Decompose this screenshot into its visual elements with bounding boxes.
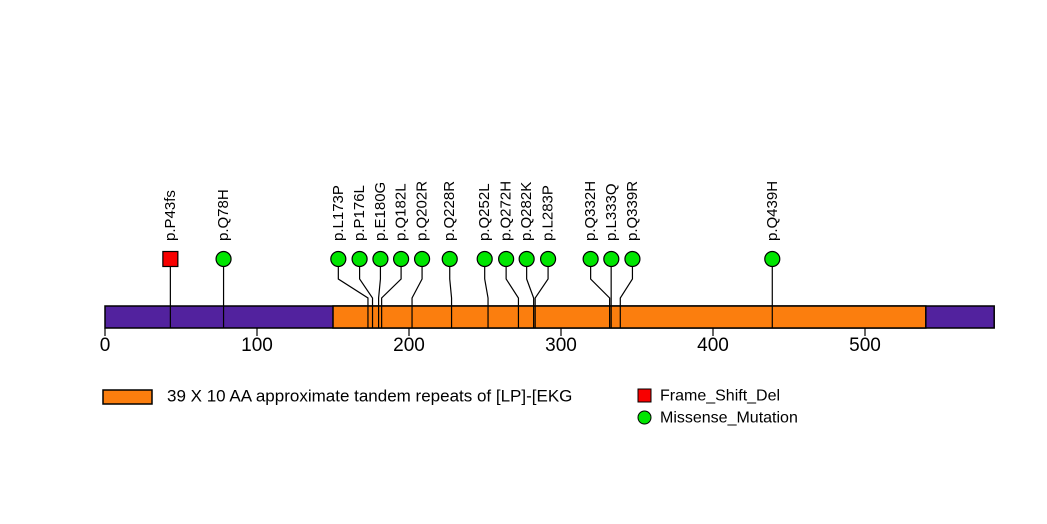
mutation-label: p.Q332H — [582, 181, 599, 241]
mutation-marker-circle — [441, 250, 458, 268]
axis-tick-label: 300 — [545, 335, 577, 356]
mutation-marker-circle — [476, 250, 493, 268]
mutation-marker-square — [162, 250, 179, 268]
axis-tick-label: 500 — [849, 335, 881, 356]
mutation-label: p.Q439H — [764, 181, 781, 241]
mutation-marker-circle — [498, 250, 515, 268]
mutation-marker-circle — [582, 250, 599, 268]
domain-legend-label: 39 X 10 AA approximate tandem repeats of… — [167, 387, 572, 406]
mutation-stem — [505, 266, 520, 328]
mutation-stem — [526, 266, 535, 328]
mutation-label: p.P176L — [351, 185, 368, 241]
mutation-stem — [411, 266, 423, 328]
legend-domain: 39 X 10 AA approximate tandem repeats of… — [102, 387, 572, 406]
missense-legend-circle-icon — [637, 410, 652, 425]
mutation-label: p.Q202R — [414, 181, 431, 241]
mutation-label: p.Q252L — [476, 183, 493, 241]
axis-tick-label: 200 — [393, 335, 425, 356]
frameshift-legend-label: Frame_Shift_Del — [660, 388, 780, 405]
domain-legend-swatch — [102, 389, 153, 405]
mutation-label: p.Q228R — [441, 181, 458, 241]
mutation-marker-circle — [764, 250, 781, 268]
mutation-marker-circle — [539, 250, 557, 268]
mutation-stem — [359, 266, 374, 328]
mutation-stem — [534, 266, 549, 328]
mutation-marker-circle — [624, 250, 641, 268]
mutation-marker-circle — [351, 250, 368, 268]
mutation-marker-circle — [518, 250, 535, 268]
mutation-label: p.E180G — [372, 182, 389, 241]
protein-bar — [104, 305, 995, 329]
mutation-stem — [484, 266, 489, 328]
mutation-stems — [169, 266, 773, 328]
repeat-domain-segment — [332, 305, 927, 329]
mutation-stem — [590, 266, 611, 328]
mutation-stem — [337, 266, 369, 328]
axis-tick-label: 400 — [697, 335, 729, 356]
x-axis: 0 100 200 300 400 500 — [100, 328, 881, 356]
mutation-stem — [619, 266, 634, 328]
mutation-stem — [381, 266, 402, 328]
mutation-label: p.Q282K — [518, 182, 535, 241]
missense-legend-label: Missense_Mutation — [660, 410, 798, 427]
mutation-marker-circle — [330, 250, 347, 268]
mutation-label: p.Q78H — [215, 189, 232, 241]
mutation-stem — [378, 266, 382, 328]
frameshift-legend-square-icon — [637, 388, 652, 403]
mutation-stem — [449, 266, 453, 328]
legend-mutation-types: Frame_Shift_Del Missense_Mutation — [637, 388, 798, 427]
mutation-label: p.L283P — [540, 185, 557, 241]
mutation-label: p.L173P — [330, 185, 347, 241]
mutation-marker-circle — [392, 250, 410, 268]
axis-tick-label: 0 — [100, 335, 111, 356]
mutation-markers — [162, 250, 781, 268]
mutation-marker-circle — [603, 250, 620, 268]
mutation-label: p.Q339R — [624, 181, 641, 241]
mutation-label: p.Q182L — [393, 183, 410, 241]
mutation-label: p.L333Q — [603, 183, 620, 241]
mutation-label: p.Q272H — [498, 181, 515, 241]
mutation-label: p.P43fs — [162, 190, 179, 241]
mutation-marker-circle — [372, 250, 389, 268]
mutation-marker-circle — [215, 250, 232, 268]
axis-tick-label: 100 — [241, 335, 273, 356]
mutation-marker-circle — [413, 250, 431, 268]
